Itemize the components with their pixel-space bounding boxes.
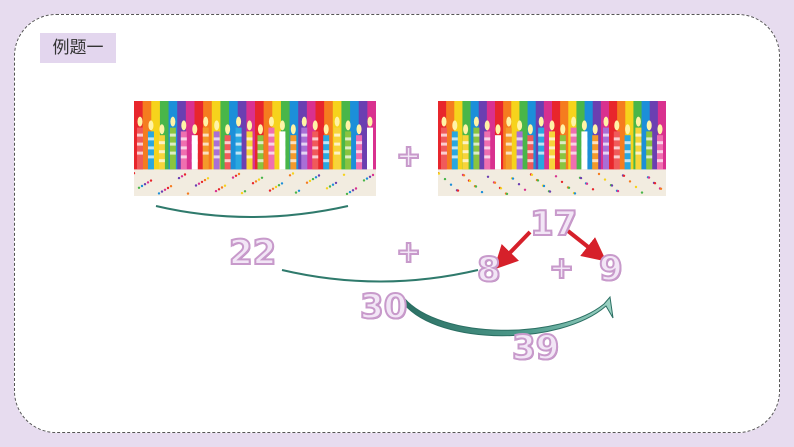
number-39: 39 xyxy=(511,328,560,368)
sum-curve-arrow xyxy=(403,295,614,337)
number-22: 22 xyxy=(228,233,277,273)
bracket-curve-left xyxy=(155,205,349,218)
candles-image-right xyxy=(438,101,666,196)
number-9: 9 xyxy=(598,249,624,289)
content-card xyxy=(14,14,780,433)
bracket-curve-middle xyxy=(281,269,479,283)
split-arrow-right xyxy=(566,229,607,262)
example-title: 例题一 xyxy=(40,33,116,63)
plus-sign-top: + xyxy=(395,139,422,174)
plus-sign-right: + xyxy=(548,251,575,286)
number-8: 8 xyxy=(476,250,502,290)
split-arrow-left xyxy=(493,230,532,270)
number-30: 30 xyxy=(359,287,408,327)
number-17: 17 xyxy=(529,204,578,244)
plus-sign-middle: + xyxy=(395,235,422,270)
candles-image-left xyxy=(134,101,376,196)
